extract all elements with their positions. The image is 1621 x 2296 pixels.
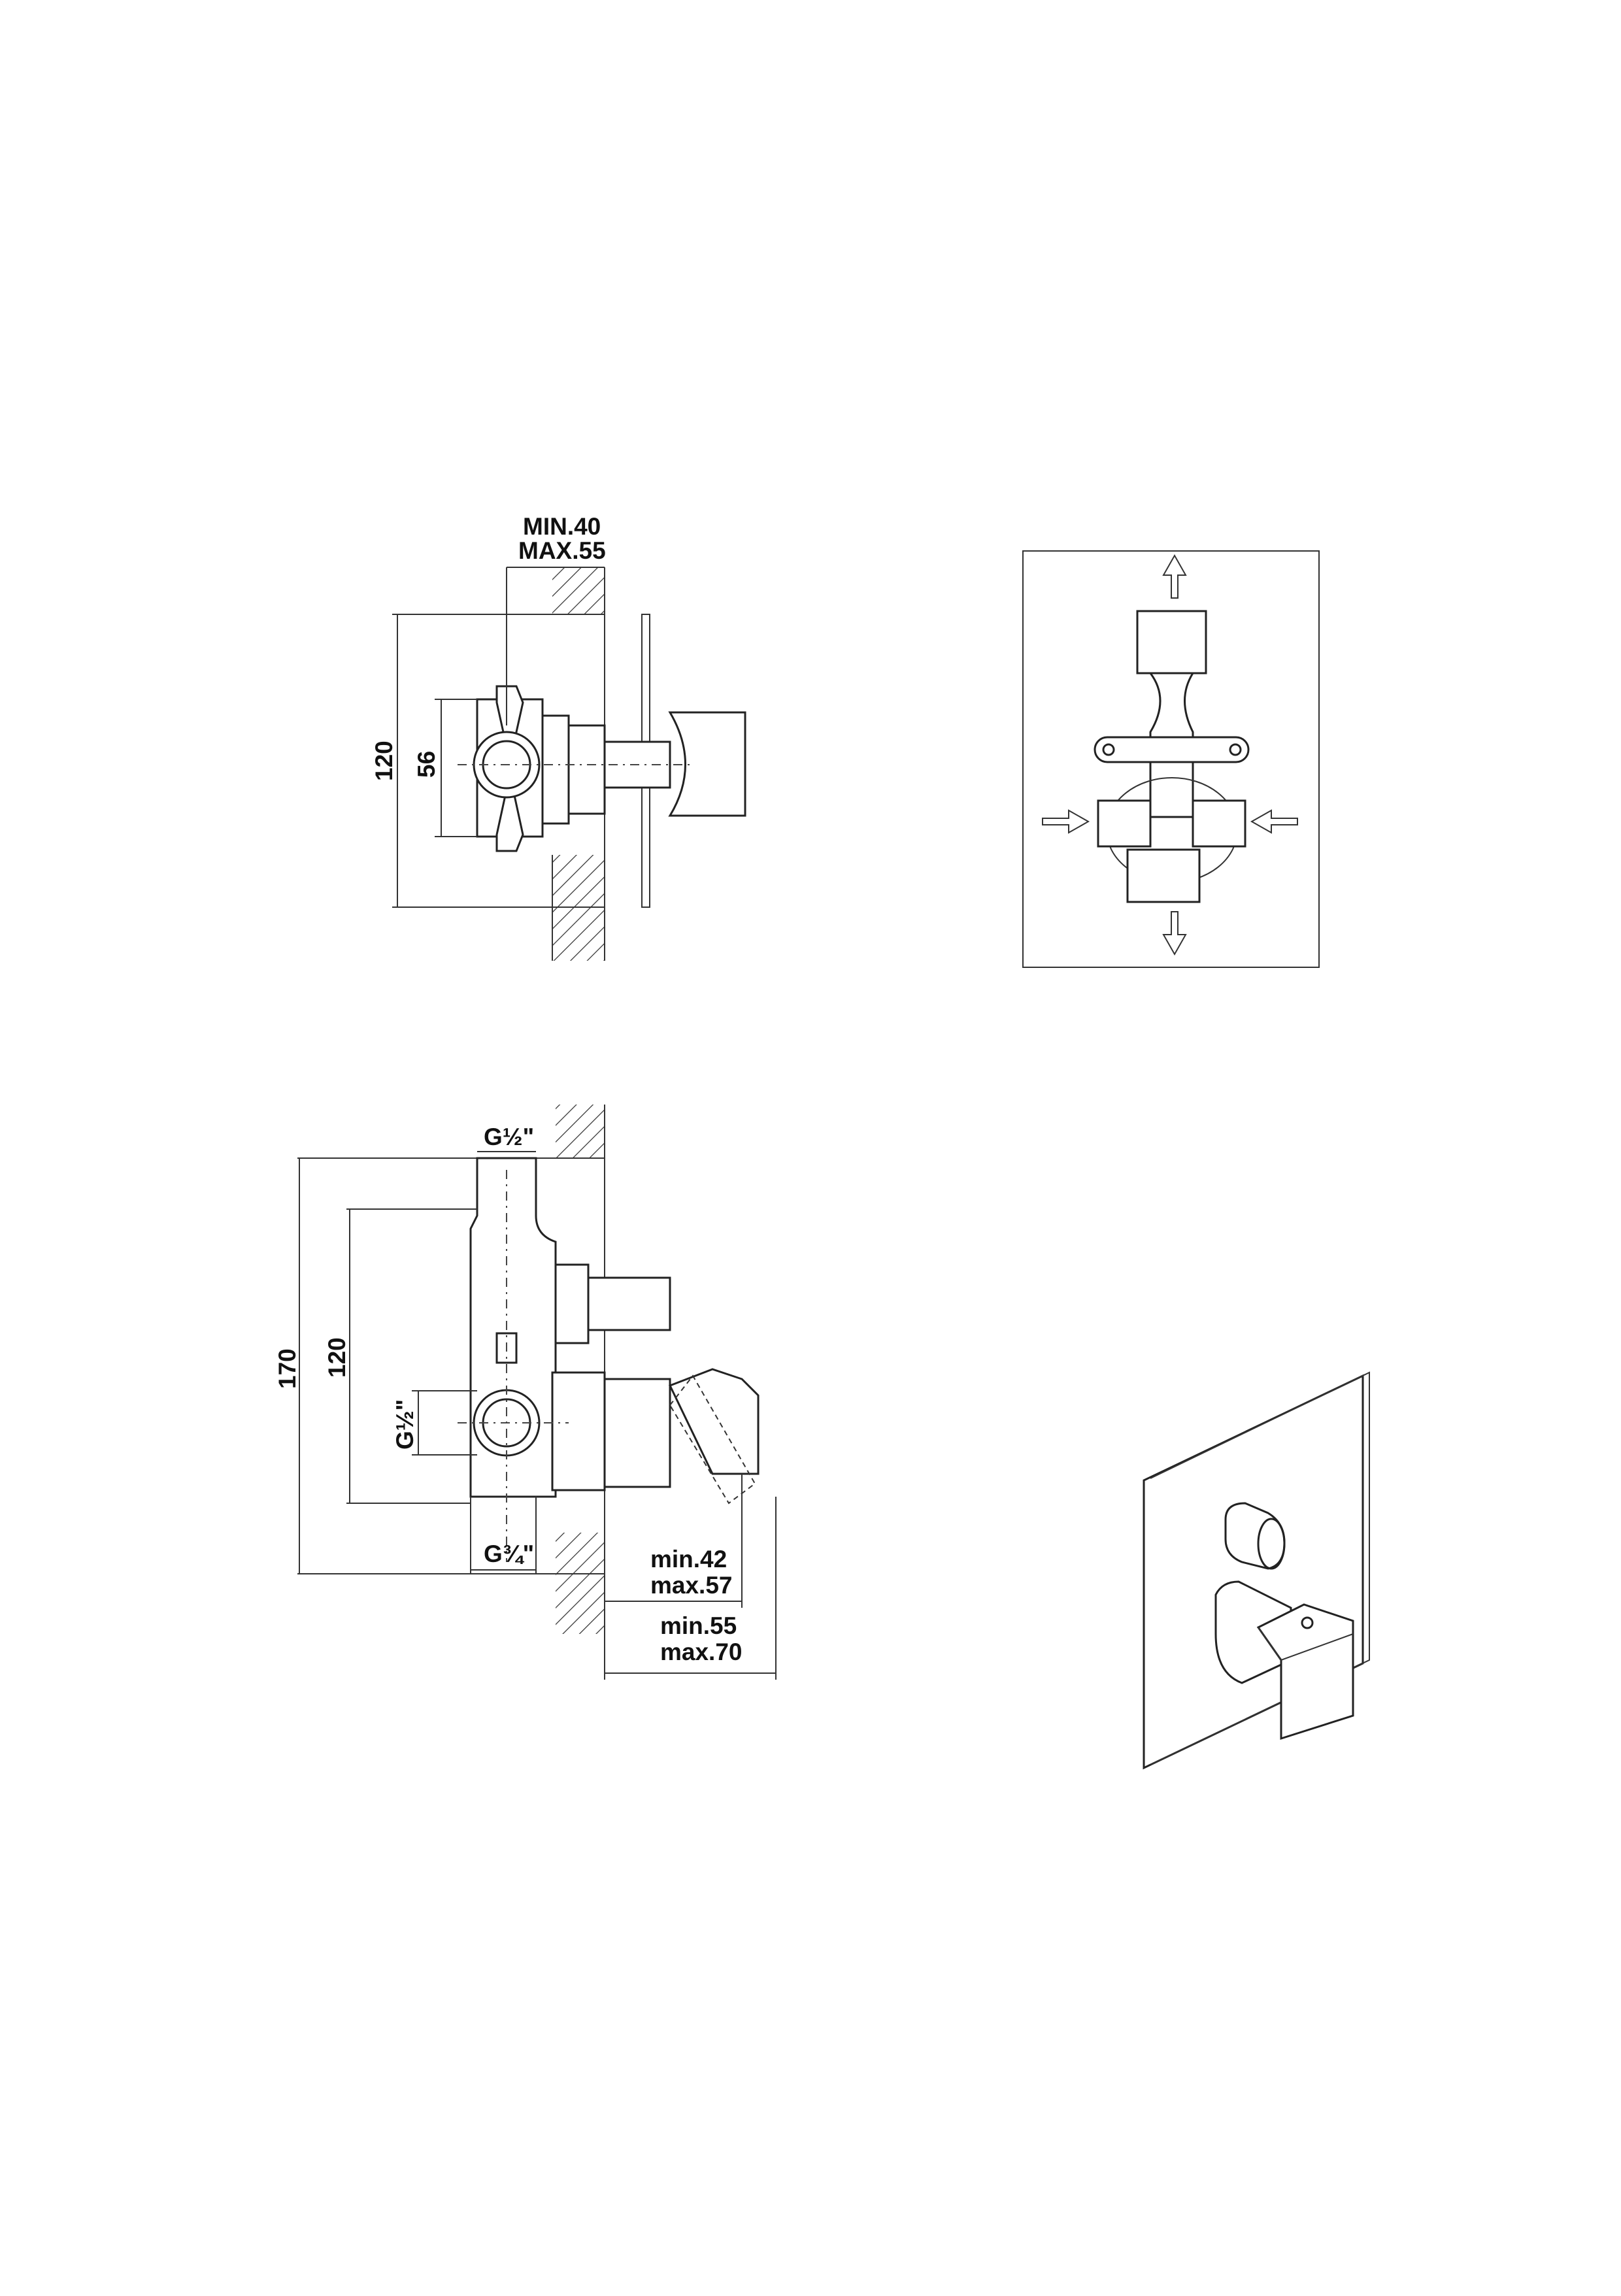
wall-hatch-top xyxy=(552,567,605,614)
valve-neck xyxy=(567,724,606,815)
top-view: MIN.40 MAX.55 120 56 xyxy=(371,513,746,961)
iso-knob-face xyxy=(1257,1518,1286,1570)
outlet-bottom-label: G¾" xyxy=(484,1540,534,1567)
side-cartridge-neck xyxy=(603,1378,671,1488)
outlet-top-label: G½" xyxy=(484,1123,534,1150)
arrow-down-icon xyxy=(1162,911,1187,956)
side-outlet-stem xyxy=(587,1276,671,1331)
side-handle xyxy=(668,1368,760,1475)
depth-min-label: MIN.40 xyxy=(523,513,601,540)
inlet-block-left xyxy=(1097,799,1152,848)
iso-lever-edge xyxy=(1258,1627,1354,1661)
side-cartridge-box xyxy=(551,1371,606,1491)
spacing-120-label: 120 xyxy=(324,1337,350,1378)
arrow-right-icon xyxy=(1042,809,1090,834)
cross-arm-top xyxy=(495,685,524,762)
depth-total-min-label: min.55 xyxy=(660,1612,737,1639)
side-wall-hatch-bottom xyxy=(556,1533,605,1634)
side-handle-rotated xyxy=(669,1374,756,1505)
handle-profile xyxy=(668,711,746,817)
iso-plate-edge xyxy=(1150,1371,1370,1765)
depth-total-max-label: max.70 xyxy=(660,1639,743,1665)
wall-hatch-lower xyxy=(552,907,605,961)
depth-body-max-label: max.57 xyxy=(650,1572,733,1599)
bracket-hole-right xyxy=(1229,743,1242,756)
iso-lever-cylinder xyxy=(1214,1580,1292,1684)
side-view: G½" 170 120 G½" G¾" min.42 max.57 min.55… xyxy=(274,1105,777,1680)
front-frame xyxy=(1022,550,1320,968)
inlet-block-right xyxy=(1192,799,1246,848)
depth-max-label: MAX.55 xyxy=(518,537,606,564)
inlet-side-label: G½" xyxy=(392,1399,418,1450)
side-wall-hatch-top xyxy=(556,1105,605,1158)
mounting-bracket xyxy=(1094,736,1250,763)
arrow-up-icon xyxy=(1162,554,1187,599)
height-56-label: 56 xyxy=(413,751,440,778)
front-view xyxy=(1022,550,1320,968)
side-window xyxy=(495,1332,518,1364)
body-bottom-block xyxy=(1126,848,1201,903)
body-top-block xyxy=(1136,610,1207,674)
height-170-label: 170 xyxy=(274,1348,301,1389)
bracket-hole-left xyxy=(1102,743,1115,756)
isometric-view xyxy=(1143,1371,1370,1770)
arrow-left-icon xyxy=(1250,809,1298,834)
depth-body-min-label: min.42 xyxy=(650,1546,727,1572)
wall-hatch-bottom xyxy=(552,855,605,907)
iso-lever-dot xyxy=(1301,1616,1314,1629)
valve-collar xyxy=(541,714,570,825)
cross-arm-bottom xyxy=(495,774,524,852)
height-120-label: 120 xyxy=(371,740,397,781)
side-outlet-fitting xyxy=(554,1263,590,1344)
